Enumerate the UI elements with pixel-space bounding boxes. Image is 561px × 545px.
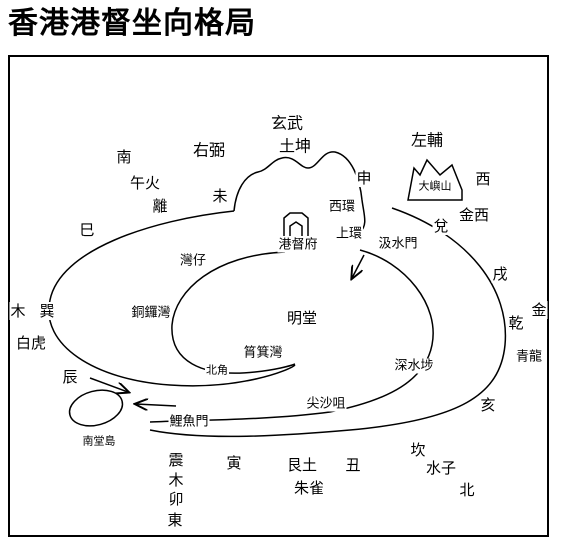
label-zhuque: 朱雀	[292, 479, 326, 497]
label-li: 離	[151, 197, 169, 215]
label-tukun: 土坤	[277, 136, 313, 156]
label-shenshuibu: 深水埗	[393, 358, 435, 374]
label-wei: 未	[211, 187, 229, 205]
label-jinxi: 金西	[457, 206, 491, 224]
label-ziwanxi: 筲箕灣	[242, 345, 284, 361]
label-xi: 西	[474, 170, 492, 188]
label-mao: 卯	[167, 490, 185, 508]
label-wuhuo: 午火	[128, 174, 162, 192]
label-gentu: 艮土	[285, 456, 319, 474]
island-outline	[68, 389, 124, 427]
label-zhen: 震	[167, 451, 185, 469]
arrow-liyumen	[136, 404, 177, 406]
label-xun: 巽	[38, 302, 56, 320]
label-ganghdufu: 港督府	[277, 237, 319, 253]
label-mu2: 木	[167, 471, 185, 489]
label-zuofu: 左輔	[409, 130, 445, 150]
diagram-frame	[8, 55, 549, 537]
outer-loop-curve	[48, 210, 296, 387]
label-chou: 丑	[344, 456, 362, 474]
arrow-jishuimen	[352, 254, 365, 278]
label-si: 巳	[78, 221, 96, 239]
label-nantangdao: 南堂島	[81, 434, 117, 448]
label-xuanwu: 玄武	[269, 113, 305, 133]
label-mingtang: 明堂	[285, 309, 319, 327]
label-yin: 寅	[225, 454, 243, 472]
arrow-chen	[89, 377, 128, 392]
label-kan: 坎	[409, 441, 427, 459]
page-title: 香港港督坐向格局	[8, 6, 256, 41]
label-bei: 北	[458, 481, 476, 499]
label-nan: 南	[115, 148, 133, 166]
mountain-ridge	[233, 151, 366, 233]
label-liyumen: 鯉魚門	[168, 414, 210, 430]
label-xu: 戌	[491, 265, 509, 283]
label-shen: 申	[355, 169, 373, 187]
label-mu: 木	[9, 302, 27, 320]
label-youbi: 右弼	[191, 140, 227, 160]
government-house-icon	[283, 212, 309, 236]
label-dong: 東	[166, 511, 184, 529]
label-dui: 兌	[432, 217, 450, 235]
label-jianshazui: 尖沙咀	[305, 396, 347, 412]
label-hai: 亥	[479, 396, 497, 414]
label-taipingshan: 大嶼山	[418, 179, 452, 193]
lantau-peak	[407, 158, 463, 201]
label-chen: 辰	[61, 368, 79, 386]
label-qinglong: 青龍	[514, 349, 544, 365]
label-shuizi: 水子	[424, 459, 458, 477]
label-xihuan: 西環	[327, 199, 357, 215]
label-tongluowan: 銅鑼灣	[130, 305, 172, 321]
label-jishuimen: 汲水門	[377, 236, 419, 252]
label-wanzai: 灣仔	[178, 253, 208, 269]
inner-loop-curve	[149, 249, 434, 423]
label-jin: 金	[530, 301, 548, 319]
right-loop-curve	[149, 207, 507, 438]
label-beijiao: 北角	[205, 363, 229, 377]
label-shanghuan: 上環	[334, 226, 364, 242]
label-baihu: 白虎	[14, 334, 48, 352]
label-qian: 乾	[507, 314, 525, 332]
